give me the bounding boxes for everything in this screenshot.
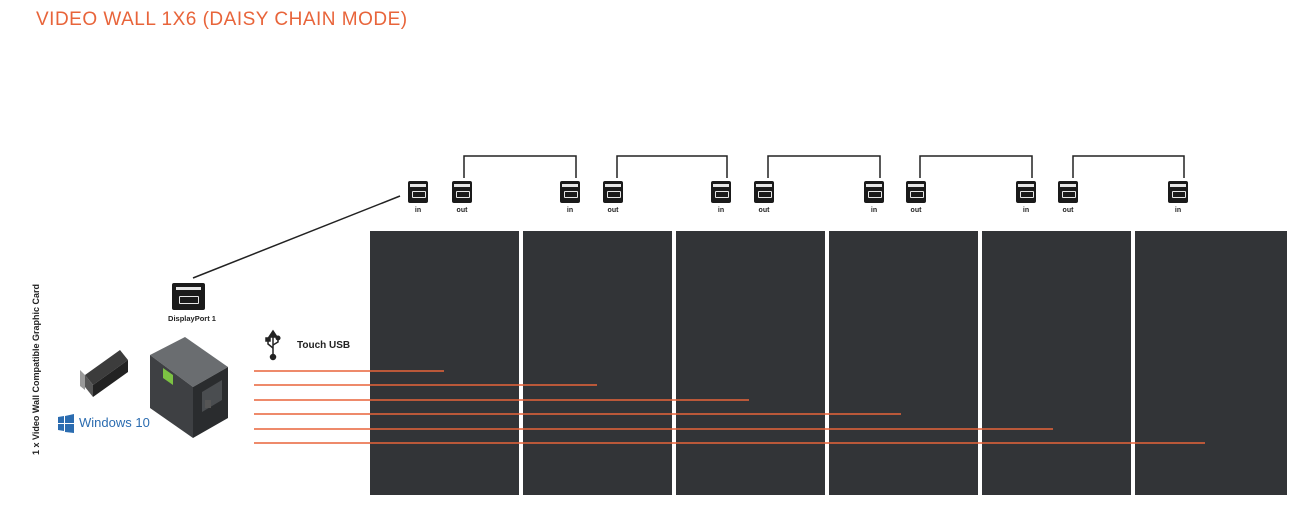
port-label: in bbox=[1022, 207, 1030, 214]
displayport-icon bbox=[1016, 181, 1036, 203]
displayport-icon bbox=[603, 181, 623, 203]
port-label: in bbox=[414, 207, 422, 214]
chain-link-4 bbox=[919, 155, 1033, 178]
chain-link-3 bbox=[767, 155, 881, 178]
chain-link-1 bbox=[463, 155, 577, 178]
display-panel-6 bbox=[1135, 231, 1287, 495]
display-panel-5 bbox=[982, 231, 1131, 495]
port-label: out bbox=[758, 207, 770, 214]
touch-usb-lines bbox=[254, 370, 1205, 444]
displayport-icon bbox=[906, 181, 926, 203]
windows-logo-icon bbox=[58, 414, 74, 433]
displayport-icon bbox=[754, 181, 774, 203]
displayport-icon bbox=[1058, 181, 1078, 203]
port-label: in bbox=[1174, 207, 1182, 214]
port-label: out bbox=[1062, 207, 1074, 214]
port-label: in bbox=[566, 207, 574, 214]
display-panel-2 bbox=[523, 231, 672, 495]
displayport-icon bbox=[1168, 181, 1188, 203]
port-label: out bbox=[456, 207, 468, 214]
displayport-icon bbox=[172, 283, 205, 310]
touch-usb-label: Touch USB bbox=[297, 340, 351, 351]
displayport-icon bbox=[711, 181, 731, 203]
displayport-label: DisplayPort 1 bbox=[168, 314, 216, 323]
displayport-icon bbox=[864, 181, 884, 203]
display-panel-1 bbox=[370, 231, 519, 495]
displayport-icon bbox=[452, 181, 472, 203]
display-panel-4 bbox=[829, 231, 978, 495]
graphics-card-icon bbox=[80, 350, 128, 397]
page-title: VIDEO WALL 1X6 (DAISY CHAIN MODE) bbox=[36, 9, 408, 30]
display-panel-3 bbox=[676, 231, 825, 495]
port-label: in bbox=[870, 207, 878, 214]
displayport-cable bbox=[192, 195, 401, 279]
os-label: Windows 10 bbox=[79, 415, 150, 430]
port-label: in bbox=[717, 207, 725, 214]
port-label: out bbox=[607, 207, 619, 214]
chain-link-2 bbox=[616, 155, 728, 178]
usb-icon bbox=[265, 329, 281, 361]
displayport-icon bbox=[408, 181, 428, 203]
os-badge: Windows 10 bbox=[79, 415, 150, 430]
port-label: out bbox=[910, 207, 922, 214]
pc-tower-icon bbox=[150, 337, 228, 438]
daisy-chain-links bbox=[463, 155, 1185, 178]
chain-link-5 bbox=[1072, 155, 1185, 178]
displayport-icon bbox=[560, 181, 580, 203]
